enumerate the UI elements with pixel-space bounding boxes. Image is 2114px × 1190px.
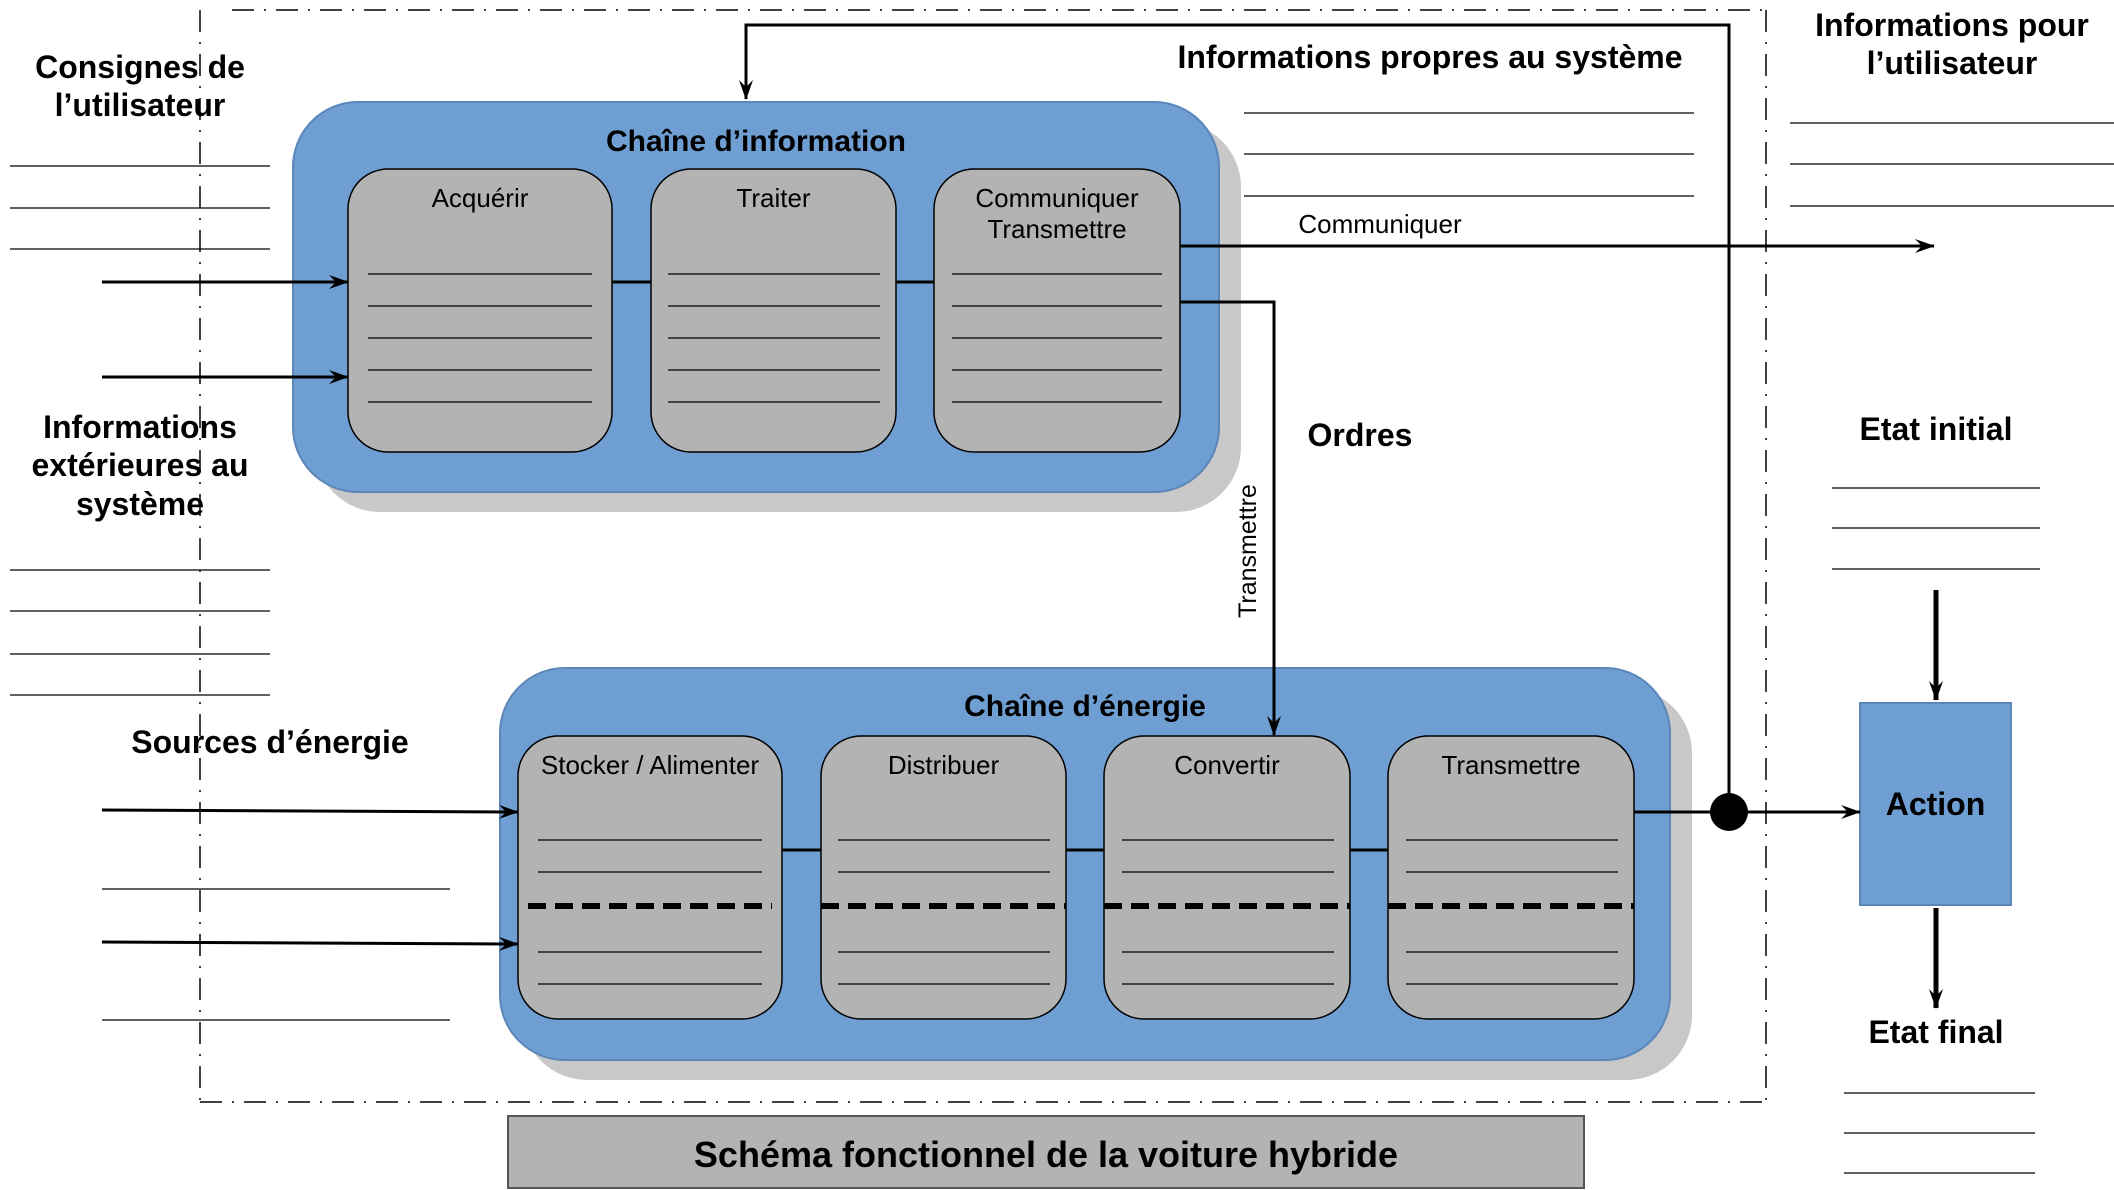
title-bar — [507, 1115, 1585, 1189]
block-acquerir — [347, 168, 613, 453]
energy-chain — [499, 667, 1692, 1080]
arrow-energy-source-1 — [101, 804, 519, 819]
action-box — [1859, 702, 2012, 906]
energy-block-writing-lines — [538, 839, 1618, 985]
junction-dot — [1710, 793, 1748, 831]
flow-lines — [101, 23, 1943, 1009]
arrow-feedback-loop — [739, 23, 1731, 812]
block-convertir — [1103, 735, 1351, 1020]
block-traiter — [650, 168, 897, 453]
system-boundary — [199, 9, 1767, 1103]
block-stocker-alimenter — [517, 735, 783, 1020]
info-block-writing-lines — [368, 273, 1162, 403]
energy-chain-box — [499, 667, 1671, 1061]
information-chain — [292, 101, 1241, 512]
block-transmettre — [1387, 735, 1635, 1020]
block-communiquer-transmettre — [933, 168, 1181, 453]
answer-lines — [10, 112, 2114, 1174]
arrow-orders — [1180, 300, 1281, 736]
arrow-energy-source-2 — [101, 936, 519, 951]
block-distribuer — [820, 735, 1067, 1020]
